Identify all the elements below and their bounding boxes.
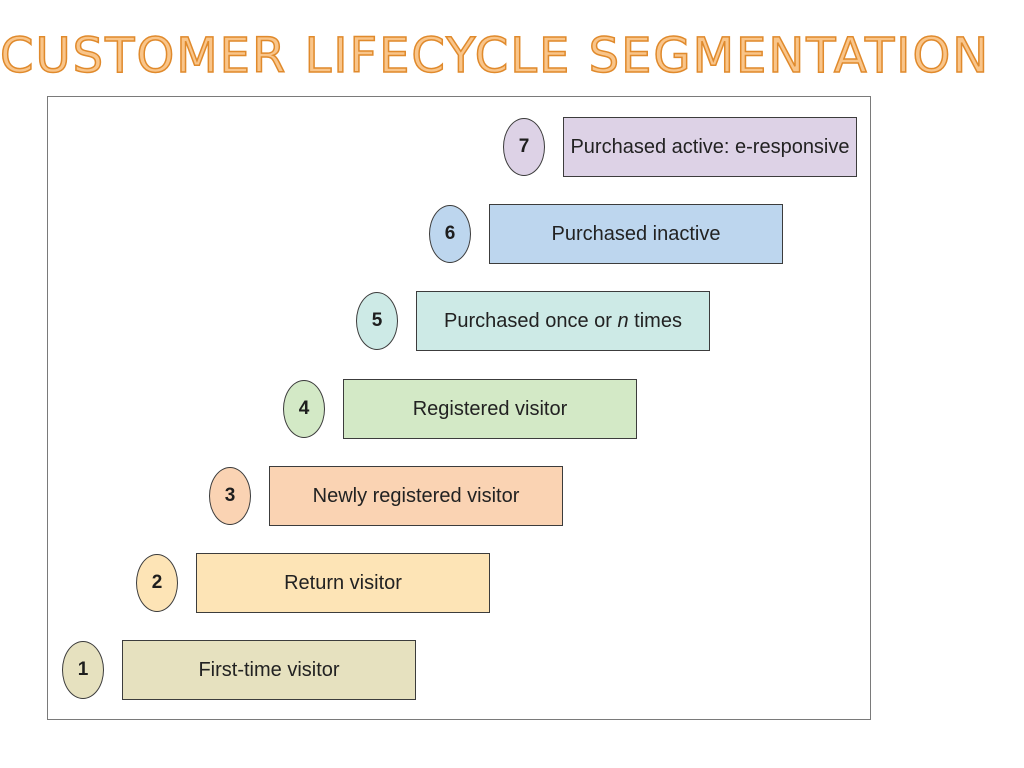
step-number-badge: 6 [429, 205, 471, 263]
step-label-box: Newly registered visitor [269, 466, 563, 526]
step-number-badge: 4 [283, 380, 325, 438]
step-number-badge: 7 [503, 118, 545, 176]
step-label-box: First-time visitor [122, 640, 416, 700]
step-number-badge: 5 [356, 292, 398, 350]
step-label-box: Purchased active: e-responsive [563, 117, 857, 177]
step-label-box: Registered visitor [343, 379, 637, 439]
step-number-badge: 3 [209, 467, 251, 525]
step-label-box: Purchased inactive [489, 204, 783, 264]
step-label-suffix: times [628, 309, 682, 332]
lifecycle-diagram: 7 Purchased active: e-responsive 6 Purch… [47, 96, 871, 720]
step-label-italic: n [617, 309, 629, 332]
step-label-box: Purchased once or n times [416, 291, 710, 351]
slide-title: CUSTOMER LIFECYCLE SEGMENTATION [0, 27, 991, 85]
step-label-prefix: Purchased once or [444, 309, 618, 332]
step-number-badge: 1 [62, 641, 104, 699]
step-number-badge: 2 [136, 554, 178, 612]
step-label-box: Return visitor [196, 553, 490, 613]
